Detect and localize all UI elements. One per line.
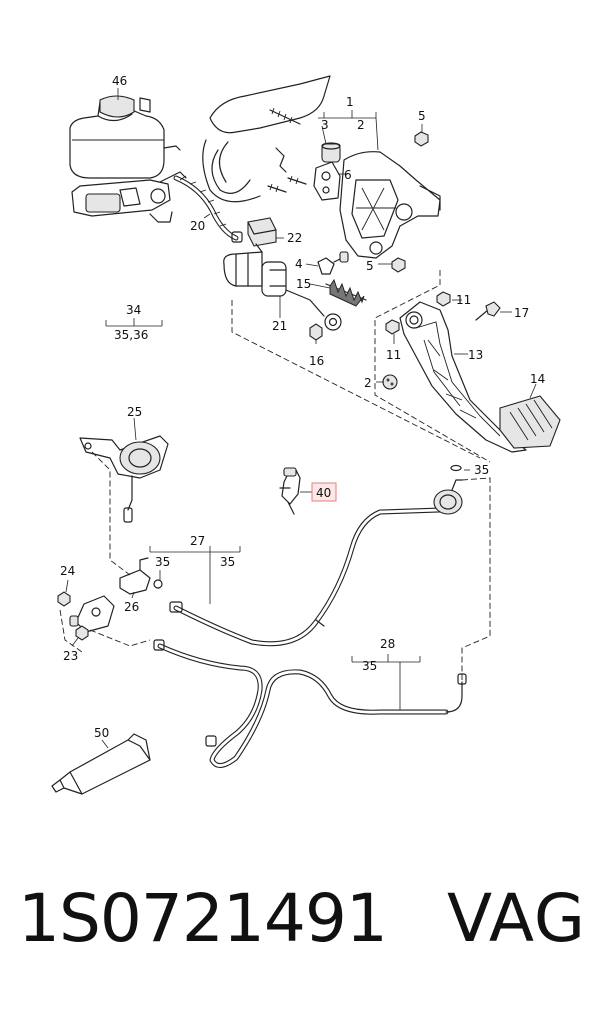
callout-27: 27 [190, 534, 205, 548]
callout-28: 28 [380, 637, 395, 651]
clutch-master-cylinder-21 [223, 243, 342, 331]
callout-5-top: 5 [418, 109, 426, 123]
nut-11-bottom [385, 319, 400, 335]
brand-name: VAG [446, 880, 586, 957]
pedal-pad-14 [499, 395, 561, 449]
bolts [267, 107, 307, 193]
callout-46: 46 [112, 74, 127, 88]
bolt-16 [309, 323, 323, 341]
callout-23: 23 [63, 649, 78, 663]
hose-20 [173, 175, 243, 243]
clip-4 [317, 251, 349, 275]
group-dash-lines [59, 270, 491, 680]
callout-11-bottom: 11 [386, 348, 401, 362]
callout-13: 13 [468, 348, 483, 362]
hose-coupling-35 [433, 464, 463, 515]
callout-26: 26 [124, 600, 139, 614]
callout-6: 6 [344, 168, 352, 182]
nut-11-top [436, 291, 451, 307]
bolt-24 [57, 591, 71, 607]
leader-lines [65, 88, 537, 749]
hose-28 [153, 639, 467, 768]
callout-50: 50 [94, 726, 109, 740]
callout-labels: 46 1 2 3 5 6 20 22 4 5 15 21 16 11 17 11… [60, 74, 545, 740]
callout-22: 22 [287, 231, 302, 245]
callout-40: 40 [316, 486, 331, 500]
bracket-plate-6 [313, 161, 341, 201]
clutch-pedal [399, 301, 527, 453]
callout-17: 17 [514, 306, 529, 320]
switch-22 [247, 217, 277, 247]
part-number: 1S0721491 [18, 880, 388, 957]
bracket-23 [69, 595, 115, 641]
callout-5-bottom: 5 [366, 259, 374, 273]
callout-35-coupling: 35 [474, 463, 489, 477]
callout-35-hose28: 35 [362, 659, 377, 673]
bleed-valve-40 [279, 467, 301, 515]
callout-1: 1 [346, 95, 354, 109]
exploded-parts-diagram: 46 1 2 3 5 6 20 22 4 5 15 21 16 11 17 11… [51, 74, 561, 795]
bushing-3 [321, 142, 341, 163]
nut-5-top [414, 131, 429, 147]
callout-15: 15 [296, 277, 311, 291]
nut-5-bottom [391, 257, 406, 273]
callout-35-36: 35,36 [114, 328, 148, 342]
callout-2-top: 2 [357, 118, 365, 132]
callout-11-top: 11 [456, 293, 471, 307]
master-cylinder [71, 171, 187, 223]
pipe-union-26 [119, 557, 163, 595]
callout-25: 25 [127, 405, 142, 419]
hose-27 [169, 507, 443, 647]
callout-35-union: 35 [155, 555, 170, 569]
callout-20: 20 [190, 219, 205, 233]
slave-cylinder-25 [79, 435, 169, 523]
callout-34: 34 [126, 303, 141, 317]
callout-4: 4 [295, 257, 303, 271]
callout-3: 3 [321, 118, 329, 132]
footer: 1S0721491 VAG [0, 880, 600, 990]
callout-14: 14 [530, 372, 545, 386]
brake-fluid-reservoir [69, 95, 181, 179]
callout-35-hose27: 35 [220, 555, 235, 569]
rubber-stop-2 [382, 374, 398, 390]
grease-tube-50 [51, 733, 151, 795]
callout-2-bottom: 2 [364, 376, 372, 390]
highlight-box-40 [311, 482, 337, 502]
callout-16: 16 [309, 354, 324, 368]
pedal-bracket [202, 75, 441, 259]
spring-15 [325, 278, 367, 307]
bolt-17 [475, 301, 501, 321]
callout-21: 21 [272, 319, 287, 333]
callout-24: 24 [60, 564, 75, 578]
